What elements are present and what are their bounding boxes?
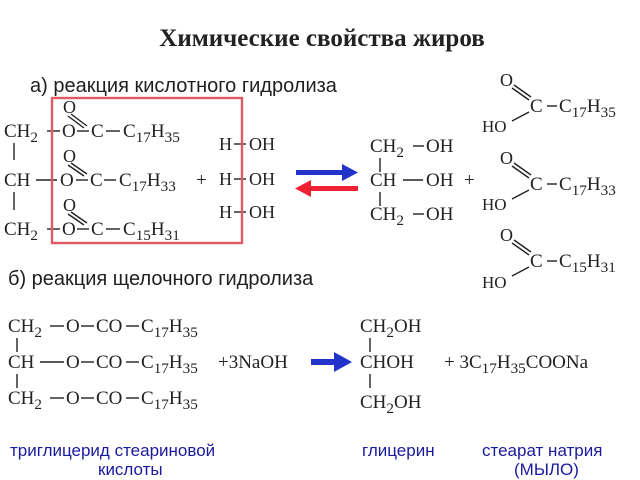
reverse-arrow: [295, 180, 358, 197]
chain-c15h31: C15H31: [559, 251, 616, 276]
chain-c17h35: C17H35: [559, 96, 616, 121]
group-ch: CH: [8, 352, 35, 373]
double-bond: [513, 162, 532, 176]
chain-c17h35: C17H35: [141, 388, 198, 413]
ester-oxygen: O: [62, 121, 76, 142]
chain-c17h35: C17H35: [123, 121, 180, 146]
carbonyl-carbon: C: [90, 170, 103, 191]
double-bond: [70, 211, 88, 224]
hydrogen: H: [219, 202, 232, 222]
bond: [511, 266, 530, 277]
group-ch2: CH2: [4, 121, 38, 146]
carbonyl-oxygen: O: [63, 146, 76, 166]
hydroxyl: HO: [482, 273, 507, 292]
caption-triglyceride-line2: кислоты: [98, 460, 163, 479]
glycerol-row-choh: CHOH: [360, 352, 414, 373]
ester-oxygen: O: [66, 388, 80, 409]
hydroxyl: OH: [426, 204, 454, 225]
product-sodium-stearate: + 3C17H35COONa: [444, 352, 589, 377]
double-bond: [67, 164, 85, 177]
reversible-arrows: [295, 164, 358, 197]
triglyceride-a: O CH2 O C C17H35 O CH O C C17H33 O CH2 O…: [4, 97, 180, 244]
double-bond: [70, 113, 88, 127]
group-ch2: CH2: [370, 136, 404, 161]
hydrogen: H: [219, 169, 232, 189]
fatty-acid-2: O C C17H33 HO: [482, 148, 616, 214]
carbonyl-oxygen: O: [500, 70, 513, 90]
fatty-acid-3: O C C15H31 HO: [482, 225, 616, 292]
glycerol-b: CH2OH CHOH CH2OH: [360, 316, 422, 417]
caption-triglyceride: триглицерид стеариновой: [10, 441, 215, 460]
carbonyl-group: CO: [96, 352, 122, 373]
double-bond: [67, 115, 85, 129]
reaction-center-frame: [50, 96, 244, 245]
double-bond: [511, 165, 530, 179]
bond: [511, 189, 530, 200]
reagent-naoh: +3NaOH: [218, 352, 288, 373]
plus-sign: +: [464, 170, 475, 191]
group-ch: CH: [370, 170, 397, 191]
caption-sodium-stearate: стеарат натрия: [482, 441, 602, 460]
caption-glycerol: глицерин: [362, 441, 435, 460]
chain-c17h35: C17H35: [141, 352, 198, 377]
water-molecules: H OH H OH H OH: [219, 134, 275, 222]
carbonyl-carbon: C: [91, 121, 104, 142]
double-bond: [513, 239, 532, 253]
hydroxyl: OH: [249, 169, 275, 189]
group-ch: CH: [4, 170, 31, 191]
ester-oxygen: O: [66, 316, 80, 337]
forward-arrow: [311, 352, 352, 372]
hydroxyl: HO: [482, 117, 507, 136]
carbonyl-oxygen: O: [500, 148, 513, 168]
group-ch2: CH2: [8, 316, 42, 341]
ester-oxygen: O: [62, 219, 76, 240]
section-b-label: б) реакция щелочного гидролиза: [8, 268, 314, 290]
double-bond: [511, 242, 530, 256]
triglyceride-b: CH2 O CO C17H35 CH O CO C17H35 CH2 O CO …: [8, 316, 198, 413]
chain-c15h31: C15H31: [123, 219, 180, 244]
hydroxyl: OH: [426, 170, 454, 191]
carboxyl-carbon: C: [530, 96, 543, 117]
carboxyl-carbon: C: [530, 174, 543, 195]
carbonyl-oxygen: O: [63, 195, 76, 215]
carbonyl-carbon: C: [91, 219, 104, 240]
caption-soap: (МЫЛО): [514, 460, 579, 479]
double-bond: [511, 87, 530, 101]
forward-arrow: [296, 164, 358, 181]
double-bond: [513, 84, 532, 98]
carboxyl-carbon: C: [530, 251, 543, 272]
ester-oxygen: O: [60, 170, 74, 191]
hydroxyl: OH: [249, 202, 275, 222]
chain-c17h33: C17H33: [559, 174, 616, 199]
carbonyl-group: CO: [96, 388, 122, 409]
hydrogen: H: [219, 134, 232, 154]
group-ch2: CH2: [8, 388, 42, 413]
chain-c17h35: C17H35: [141, 316, 198, 341]
ester-oxygen: O: [66, 352, 80, 373]
group-ch2: CH2: [370, 204, 404, 229]
glycerol-row-ch2oh: CH2OH: [360, 316, 422, 341]
section-a-label: а) реакция кислотного гидролиза: [30, 75, 338, 97]
page-title: Химические свойства жиров: [159, 25, 484, 52]
bond: [511, 111, 530, 122]
glycerol-row-ch2oh: CH2OH: [360, 392, 422, 417]
carbonyl-group: CO: [96, 316, 122, 337]
double-bond: [67, 213, 85, 226]
plus-sign: +: [196, 170, 207, 191]
glycerol-a: CH2 OH CH OH CH2 OH: [370, 136, 454, 229]
chain-c17h33: C17H33: [119, 170, 176, 195]
carbonyl-oxygen: O: [500, 225, 513, 245]
double-bond: [70, 162, 88, 175]
hydroxyl: HO: [482, 195, 507, 214]
fatty-acid-1: O C C17H35 HO: [482, 70, 616, 136]
carbonyl-oxygen: O: [63, 97, 76, 117]
hydroxyl: OH: [249, 134, 275, 154]
group-ch2: CH2: [4, 219, 38, 244]
hydroxyl: OH: [426, 136, 454, 157]
